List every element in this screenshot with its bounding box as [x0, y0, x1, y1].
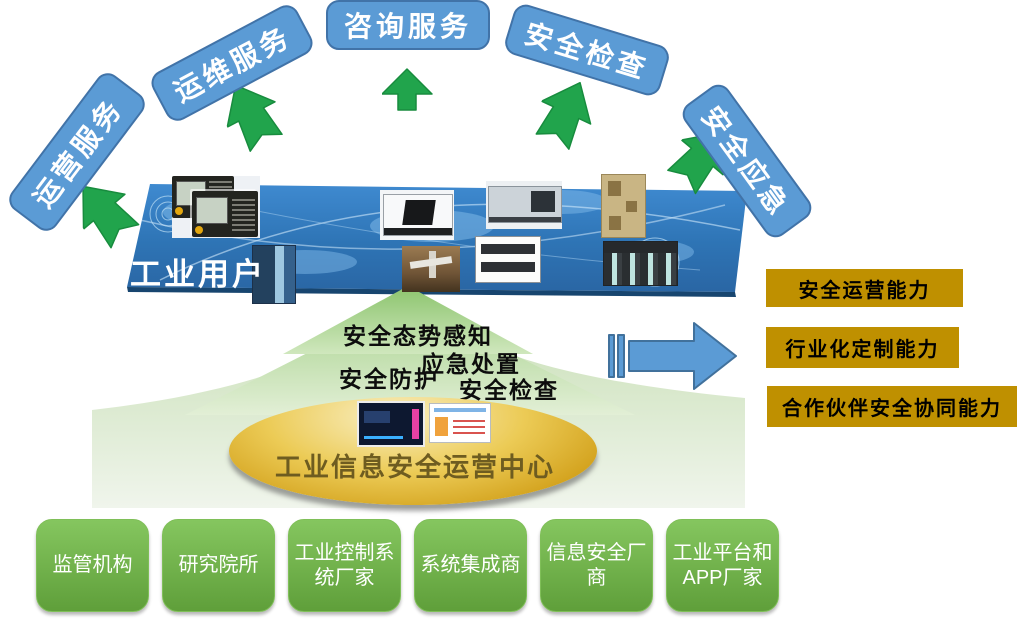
industrial-users-label: 工业用户 — [130, 257, 266, 292]
soc-function-situation-awareness: 安全态势感知 — [343, 323, 493, 349]
tree-tier-2 — [185, 302, 635, 415]
blue-plc-module-image — [252, 245, 296, 304]
capability-box-industry-customization: 行业化定制能力 — [766, 327, 959, 368]
capability-label: 安全运营能力 — [798, 279, 931, 302]
soc-function-security-check: 安全检查 — [459, 377, 559, 403]
up-arrow-icon — [226, 84, 283, 152]
cnc-panel-2 — [192, 191, 258, 237]
partner-box-infosec-vendor: 信息安全厂商 — [540, 519, 653, 612]
beige-controller-image — [601, 174, 646, 238]
up-arrow-icon — [82, 185, 140, 249]
partner-box-research-institute: 研究院所 — [162, 519, 275, 612]
white-plc-rack-image — [475, 236, 541, 283]
capability-box-security-operation: 安全运营能力 — [766, 269, 963, 307]
soc-function-emergency-response: 应急处置 — [421, 351, 521, 377]
capability-label: 行业化定制能力 — [785, 339, 940, 361]
partner-box-ics-vendor: 工业控制系统厂家 — [288, 519, 401, 612]
service-label: 咨询服务 — [343, 11, 472, 42]
service-box-consulting: 咨询服务 — [326, 0, 490, 50]
capability-label: 合作伙伴安全协同能力 — [782, 398, 1002, 420]
cnc-control-panels-image — [172, 176, 260, 238]
soc-function-security-protection: 安全防护 — [339, 366, 439, 392]
vertical-machining-center-image — [380, 190, 454, 240]
factory-floor-photo-image — [402, 246, 460, 292]
partners-row: 监管机构 研究院所 工业控制系统厂家 系统集成商 信息安全厂商 工业平台和APP… — [36, 519, 779, 612]
tree-tier-1 — [283, 286, 533, 354]
up-arrow-icon — [382, 68, 433, 111]
capability-box-partner-collaboration: 合作伙伴安全协同能力 — [767, 386, 1017, 427]
soc-center-label: 工业信息安全运营中心 — [274, 452, 555, 482]
cnc-lathe-machine-image — [486, 181, 562, 229]
partner-box-platform-app-vendor: 工业平台和APP厂家 — [666, 519, 779, 612]
dark-dashboard-screenshot — [357, 401, 425, 447]
striped-right-arrow-icon — [608, 322, 737, 390]
black-plc-rack-image — [603, 241, 678, 286]
partner-box-system-integrator: 系统集成商 — [414, 519, 527, 612]
partner-box-regulator: 监管机构 — [36, 519, 149, 612]
up-arrow-icon — [535, 81, 592, 150]
report-document-screenshot — [429, 403, 491, 443]
